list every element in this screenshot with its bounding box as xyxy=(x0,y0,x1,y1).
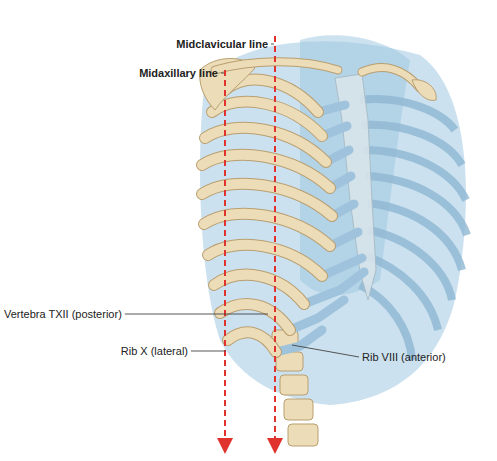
part-label: Vertebra TXII (posterior) xyxy=(4,308,122,321)
part-label: Midclavicular line xyxy=(176,38,268,51)
leader-line xyxy=(125,314,268,315)
part-label: Rib X (lateral) xyxy=(121,345,188,358)
leader-line xyxy=(292,345,359,357)
leader-line xyxy=(271,44,274,45)
leader-line xyxy=(191,351,226,352)
part-label: Rib VIII (anterior) xyxy=(362,351,446,364)
part-label: Midaxillary line xyxy=(139,67,218,80)
leader-line xyxy=(221,73,224,74)
